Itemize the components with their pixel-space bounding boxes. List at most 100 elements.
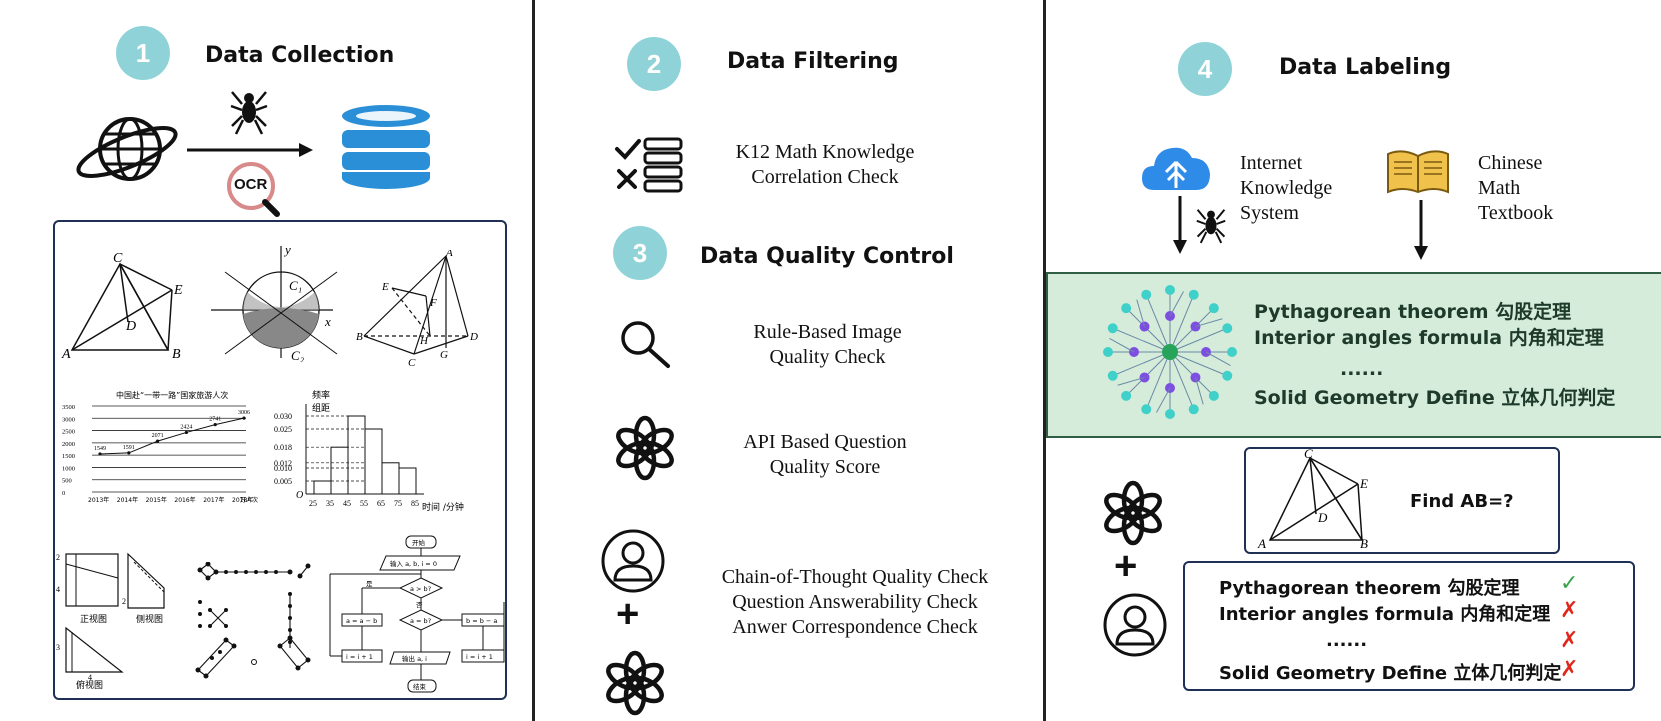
arrow-internet-down (1173, 196, 1187, 254)
line-chart-point-4 (213, 423, 217, 427)
hist-xtick-1: 35 (326, 499, 334, 508)
line-chart-value-label-3: 2424 (180, 424, 192, 430)
flow-no: 否 (416, 601, 423, 609)
flow-start: 开始 (412, 538, 426, 547)
result-check-icon-1: ✓ (1560, 570, 1579, 595)
graph-node-outer-13 (1188, 289, 1199, 300)
hist-xtick-3: 55 (360, 499, 368, 508)
hist-ytick-4: 0.010 (274, 464, 292, 473)
knowledge-item-4: Solid Geometry Define 立体几何判定 (1254, 387, 1616, 409)
graph-edge-15 (1169, 327, 1228, 353)
line-chart-xtick-4: 2017年 (203, 496, 224, 504)
geo1-label-e: E (173, 283, 183, 298)
plus-sign-2: + (1114, 544, 1138, 588)
geo3-label-d: D (469, 331, 478, 343)
result-text-2: Interior angles formula 内角和定理 (1219, 604, 1551, 625)
line-chart-point-0 (98, 452, 102, 456)
hist-xtick-5: 75 (394, 499, 402, 508)
line-chart-ytick-2: 2500 (62, 429, 75, 436)
hist-ylabel-top: 频率 (312, 390, 330, 401)
flowchart-figure: 开始 输入 a, b, i = 0 a > b? 否 是 a = b? a = … (329, 535, 505, 693)
line-chart-point-2 (156, 439, 160, 443)
geo2-label-c1: C₁ (289, 278, 302, 293)
openai-icon (616, 415, 674, 481)
question-box (1244, 447, 1560, 554)
knowledge-item-1: Pythagorean theorem 勾股定理 (1254, 301, 1572, 323)
magnifier-icon (621, 321, 670, 368)
graph-edge-6 (1125, 351, 1171, 397)
graph-node-mid-6 (1139, 372, 1150, 383)
line-chart-point-5 (242, 416, 246, 420)
geo3-label-g: G (440, 349, 448, 361)
result-text-1: Pythagorean theorem 勾股定理 (1219, 578, 1520, 599)
flow-i-inc-right: i = i + 1 (466, 653, 493, 661)
flow-yes: 是 (366, 580, 373, 588)
graph-node-outer-12 (1165, 285, 1175, 295)
graph-edge-1 (1169, 351, 1228, 377)
graph-edge-10 (1125, 307, 1171, 353)
graph-node-outer-8 (1103, 347, 1113, 357)
geo1-label-b: B (172, 347, 181, 360)
geo3-label-h: H (419, 335, 429, 347)
line-chart-ytick-1: 3000 (62, 416, 75, 423)
step-2-title: Data Filtering (727, 49, 899, 74)
hist-ytick-2: 0.018 (274, 443, 292, 452)
hist-xtick-0: 25 (309, 499, 317, 508)
result-text-4: Solid Geometry Define 立体几何判定 (1219, 663, 1562, 684)
graph-edge-b-8 (1109, 338, 1135, 353)
graph-node-outer-9 (1107, 323, 1118, 334)
q-label-c: C (1304, 448, 1313, 461)
line-chart-ytick-6: 500 (62, 478, 72, 485)
graph-node-center (1162, 344, 1178, 360)
checklist-icon (615, 137, 683, 193)
arrow-textbook-down (1414, 200, 1428, 260)
graph-node-outer-7 (1107, 370, 1118, 381)
graph-node-outer-6 (1121, 390, 1132, 401)
person-icon (601, 529, 665, 593)
result-cross-icon-4: ✗ (1560, 656, 1579, 681)
graph-node-mid-2 (1190, 372, 1201, 383)
divider-left (532, 0, 535, 721)
graph-node-outer-0 (1227, 347, 1237, 357)
geo3-label-c: C (408, 357, 416, 369)
step-1-title: Data Collection (205, 43, 395, 68)
line-chart-xtick-1: 2014年 (117, 496, 138, 504)
dim-4: 3 (56, 643, 60, 652)
spider-icon-2 (1196, 209, 1226, 244)
graph-edge-b-12 (1169, 291, 1184, 317)
hist-origin: O (296, 490, 303, 501)
top-view-label: 俯视图 (76, 679, 103, 691)
graph-edge-9 (1112, 327, 1171, 353)
geo1-label-d: D (125, 319, 136, 334)
flow-cond1: a > b? (410, 585, 431, 593)
q-label-d: D (1317, 510, 1328, 525)
hist-bar-1 (330, 446, 349, 495)
graph-node-outer-14 (1208, 303, 1219, 314)
hist-bar-4 (381, 462, 400, 495)
labeling-results-box (1183, 561, 1635, 691)
dim-2: 4 (56, 585, 60, 594)
side-view-label: 侧视图 (136, 613, 163, 625)
knowledge-graph-icon (1103, 285, 1237, 419)
cloud-icon (1142, 147, 1210, 190)
graph-node-outer-4 (1165, 409, 1175, 419)
ocr-icon: OCR (225, 160, 285, 220)
geo3-label-f: F (429, 297, 437, 309)
hist-xtick-2: 45 (343, 499, 351, 508)
hist-bar-5 (398, 467, 417, 495)
hist-bar-0 (313, 480, 332, 495)
line-chart-value-label-4: 2741 (209, 417, 221, 423)
divider-right (1043, 0, 1046, 721)
result-cross-icon-3: ✗ (1560, 627, 1579, 652)
dot-pattern-figure (195, 562, 311, 679)
line-chart-value-label-1: 1591 (123, 445, 135, 451)
graph-edge-5 (1145, 351, 1171, 410)
line-chart-xtick-3: 2016年 (174, 496, 195, 504)
hist-xlabel: 时间 /分钟 (422, 501, 464, 513)
line-chart: 中国赴“一带一路”国家旅游人次 350030002500200015001000… (62, 390, 258, 504)
geo3-label-a: A (445, 250, 453, 259)
question-figure: C E D A B (1257, 448, 1368, 550)
line-chart-ytick-4: 1500 (62, 453, 75, 460)
openai-icon-2 (606, 650, 664, 716)
person-icon-2 (1103, 593, 1167, 657)
